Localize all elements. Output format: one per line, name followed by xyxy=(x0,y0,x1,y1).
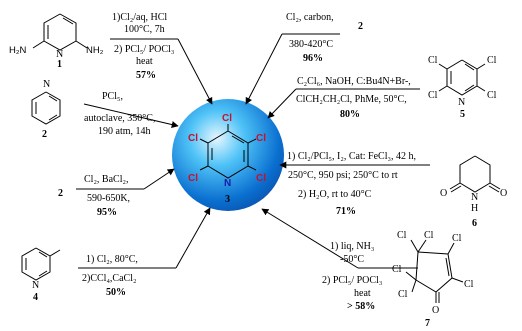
condition-text: C₂Cl₆, NaOH, C:Bu4N+Br-, xyxy=(297,76,411,87)
cl-label: Cl xyxy=(487,55,497,66)
reaction-arrow xyxy=(175,207,211,269)
condition-text: 380-420°C xyxy=(289,39,333,50)
condition-text: 1) Cl₂, 80°C, xyxy=(86,254,138,265)
condition-text: 1) Cl₂/PCl₅, I₂, Cat: FeCl₃, 42 h, xyxy=(287,151,416,162)
o-label: O xyxy=(500,188,507,199)
reaction-arrow xyxy=(83,103,179,128)
condition-text: -50°C xyxy=(340,254,364,265)
cl-label: Cl xyxy=(188,133,198,144)
cl-label: Cl xyxy=(452,233,462,244)
yield-text: 80% xyxy=(340,109,360,120)
glutarimide-structure xyxy=(449,155,501,193)
route-6: C₂Cl₆, NaOH, C:Bu4N+Br-, ClCH₂CH₂Cl, PhM… xyxy=(267,55,497,120)
n-label: N xyxy=(56,49,63,60)
n-label: N xyxy=(458,97,465,108)
route-2: N 2 PCl₅, autoclave, 350°C, 190 atm, 14h xyxy=(31,79,179,140)
condition-text: 250°C, 950 psi; 250°C to rt xyxy=(288,170,398,181)
compound-number: 5 xyxy=(460,109,465,120)
condition-text: 590-650K, xyxy=(87,193,130,204)
condition-text: autoclave, 350°C, xyxy=(84,113,155,124)
condition-text: 2) H₂O, rt to 40°C xyxy=(298,189,372,200)
route-1: N H₂N NH₂ 1 1)Cl₂/aq, HCl 100°C, 7h 2) P… xyxy=(9,12,213,105)
amino-label: H₂N xyxy=(9,45,27,56)
condition-text: ClCH₂CH₂Cl, PhMe, 50°C, xyxy=(296,94,407,105)
cl-label: Cl xyxy=(392,264,402,275)
cl-label: Cl xyxy=(428,90,438,101)
reaction-arrow xyxy=(245,33,283,105)
n-label: N xyxy=(471,192,478,203)
pyridine-structure xyxy=(31,91,61,125)
condition-text: 190 atm, 14h xyxy=(98,126,151,137)
n-label: N xyxy=(32,280,39,291)
compound-number: 1 xyxy=(57,59,62,70)
route-8: 1) liq, NH₃ -50°C 2) PCl₅/ POCl₃ heat > … xyxy=(261,208,474,329)
condition-text: 1) liq, NH₃ xyxy=(330,241,374,252)
condition-text: 1)Cl₂/aq, HCl xyxy=(112,12,167,23)
o-label: O xyxy=(432,305,439,316)
cl-label: Cl xyxy=(428,55,438,66)
compound-number: 2 xyxy=(42,129,47,140)
route-7: 1) Cl₂/PCl₅, I₂, Cat: FeCl₃, 42 h, 250°C… xyxy=(279,151,507,229)
cl-label: Cl xyxy=(487,90,497,101)
compound-number: 7 xyxy=(425,318,430,329)
route-5: Cl₂, carbon, 2 380-420°C 96% xyxy=(245,12,363,105)
condition-text: 100°C, 7h xyxy=(124,24,165,35)
reaction-arrow xyxy=(177,38,213,105)
picoline-structure xyxy=(21,247,61,281)
cl-label: Cl xyxy=(398,289,408,300)
condition-text: 2) PCl₅/ POCl₃ xyxy=(322,275,382,286)
reaction-arrow xyxy=(143,168,175,190)
product-3: Cl Cl Cl Cl Cl N 3 xyxy=(172,99,284,211)
condition-text: heat xyxy=(136,56,153,67)
yield-text: 57% xyxy=(136,70,156,81)
cl-label: Cl xyxy=(222,113,232,124)
reaction-arrow xyxy=(261,208,359,269)
h-label: H xyxy=(471,203,478,214)
condition-text: Cl₂, carbon, xyxy=(286,12,334,23)
o-label: O xyxy=(440,188,447,199)
condition-text: heat xyxy=(354,288,371,299)
product-number: 3 xyxy=(225,194,230,205)
amino-label: NH₂ xyxy=(86,45,104,56)
compound-number: 2 xyxy=(358,21,363,32)
cl-label: Cl xyxy=(256,133,266,144)
condition-text: 2) PCl₅/ POCl₃ xyxy=(114,44,174,55)
diaminopyridine-structure xyxy=(32,13,88,51)
reaction-arrow xyxy=(267,88,297,119)
cl-label: Cl xyxy=(464,279,474,290)
yield-text: > 58% xyxy=(347,301,375,312)
cl-label: Cl xyxy=(188,173,198,184)
yield-text: 50% xyxy=(106,287,126,298)
yield-text: 71% xyxy=(336,206,356,217)
cl-label: Cl xyxy=(256,173,266,184)
route-4: N 4 1) Cl₂, 80°C, 2)CCl₄,CaCl₂ 50% xyxy=(21,207,211,303)
route-3: 2 Cl₂, BaCl₂, 590-650K, 95% xyxy=(58,168,175,218)
compound-number: 4 xyxy=(33,292,38,303)
n-label: N xyxy=(224,178,231,189)
n-label: N xyxy=(43,79,50,90)
condition-text: PCl₅, xyxy=(102,91,123,102)
condition-text: Cl₂, BaCl₂, xyxy=(84,174,128,185)
product-sphere xyxy=(172,99,284,211)
yield-text: 96% xyxy=(303,53,323,64)
condition-text: 2)CCl₄,CaCl₂ xyxy=(82,273,136,284)
tetrachloropyridine-structure xyxy=(438,59,486,96)
hexachlorocyclopentenone-structure xyxy=(405,239,464,303)
compound-number: 6 xyxy=(472,218,477,229)
yield-text: 95% xyxy=(97,207,117,218)
cl-label: Cl xyxy=(424,230,434,241)
pentachloropyridine-ring xyxy=(199,124,257,179)
cl-label: Cl xyxy=(397,230,407,241)
compound-number: 2 xyxy=(58,188,63,199)
